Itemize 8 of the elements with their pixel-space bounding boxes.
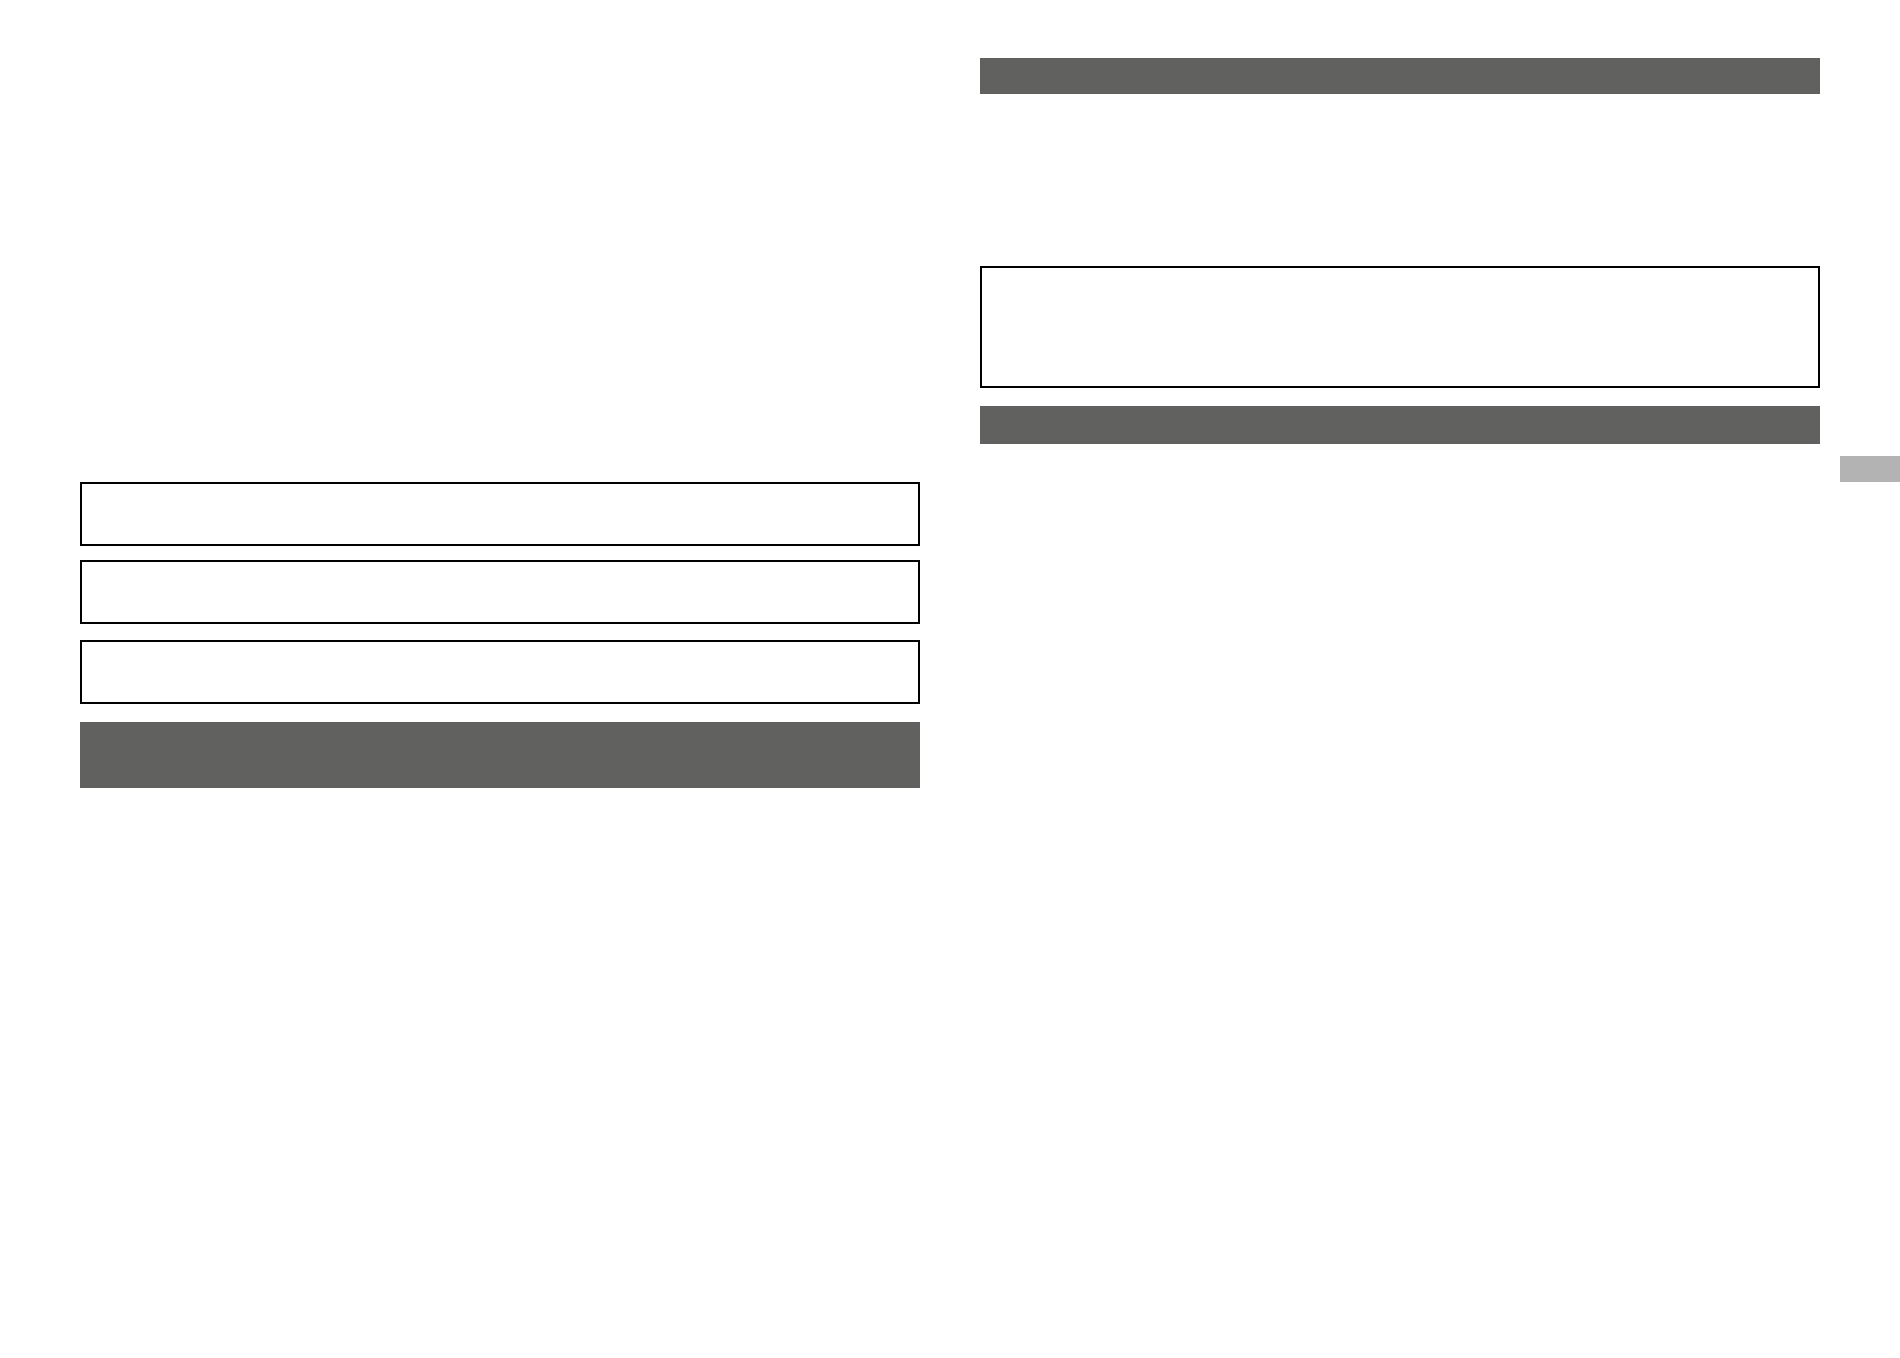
outlined-box <box>80 560 920 624</box>
outlined-box <box>80 640 920 704</box>
heading-bar <box>980 406 1820 444</box>
heading-bar <box>980 58 1820 94</box>
heading-bar <box>80 722 920 788</box>
page-tab <box>1840 456 1900 482</box>
outlined-box <box>80 482 920 546</box>
outlined-box <box>980 266 1820 388</box>
